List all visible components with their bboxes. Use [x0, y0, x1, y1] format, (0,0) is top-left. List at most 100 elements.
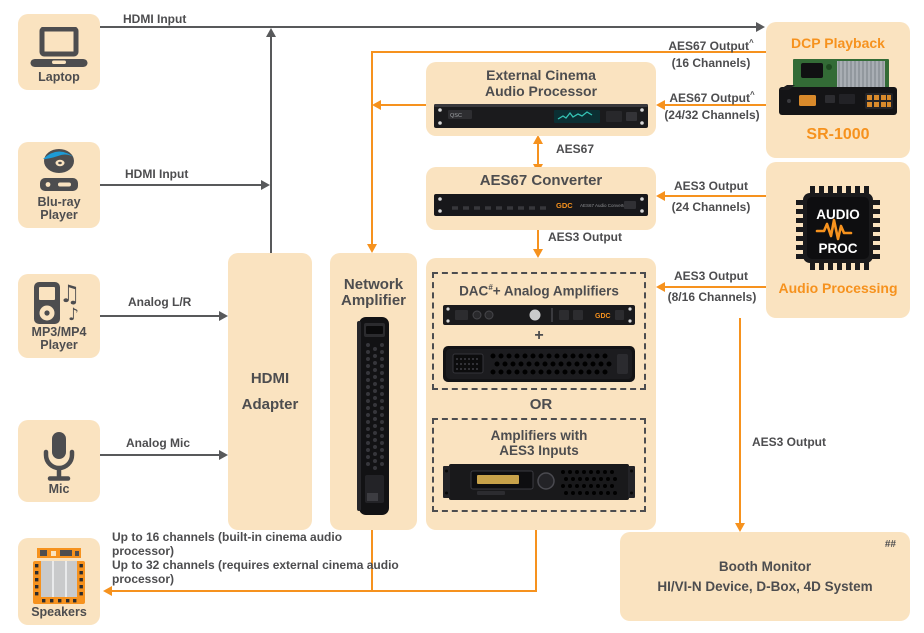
line-aes3-booth	[739, 318, 741, 523]
arrowhead-aes67-up	[533, 135, 543, 144]
mic-label: Mic	[48, 482, 70, 496]
line-aes67-vertical	[371, 51, 373, 244]
arrowhead-into-converter	[656, 191, 665, 201]
line-aes67-2432ch	[665, 104, 766, 106]
booth-monitor-node: ## Booth Monitor HI/VI-N Device, D-Box, …	[620, 532, 910, 621]
label-hdmi-input-laptop: HDMI Input	[123, 12, 187, 26]
arrowhead-analog-mic	[219, 450, 228, 460]
aes3-amplifier-image	[443, 464, 635, 500]
label-aes3-out-24: AES3 Output	[674, 179, 748, 193]
arrowhead-hdmi-up	[266, 28, 276, 37]
analog-amplifier-image	[443, 345, 635, 382]
label-aes3-out-816-channels: (8/16 Channels)	[667, 290, 757, 304]
arrowhead-into-dac-group	[656, 282, 665, 292]
dcp-playback-title: DCP Playback	[791, 35, 885, 51]
laptop-icon	[30, 27, 88, 67]
dac-name: DAC	[459, 283, 489, 299]
label-hdmi-input-bluray: HDMI Input	[125, 167, 189, 181]
laptop-label: Laptop	[38, 70, 80, 84]
label-aes67-out-2432: AES67 Output^	[656, 88, 768, 105]
cinema-speakers-icon	[33, 548, 85, 604]
label-aes3-out-816: AES3 Output	[674, 269, 748, 283]
bluray-icon	[40, 149, 78, 191]
label-aes67-out-2432-text: AES67 Output	[669, 91, 750, 105]
audio-processing-node: AUDIO PROC Audio Processing	[766, 162, 910, 318]
arrowhead-external-proc-out	[372, 100, 381, 110]
mp3-label-2: Player	[40, 338, 78, 352]
line-converter-out	[537, 230, 539, 249]
dac-rest: + Analog Amplifiers	[492, 283, 619, 299]
external-processor-node: External Cinema Audio Processor QSC	[426, 62, 656, 136]
chip-text-proc: PROC	[818, 241, 857, 256]
line-amp-group-out	[535, 530, 537, 592]
mp3-label-1: MP3/MP4	[31, 325, 87, 339]
label-aes67-out-16-footnote: ^	[749, 38, 754, 47]
label-aes67-out-16: AES67 Output^	[658, 36, 764, 53]
arrowhead-into-external-proc	[656, 100, 665, 110]
label-speaker-note-32: Up to 32 channels (requires external cin…	[112, 558, 399, 586]
hdmi-adapter-node: HDMI Adapter	[228, 253, 312, 530]
svg-text:♪: ♪	[68, 305, 79, 325]
bluray-label-1: Blu-ray	[37, 195, 81, 209]
booth-footnote-mark: ##	[884, 539, 896, 550]
mp3-player-icon: ♫ ♪	[34, 280, 81, 325]
hdmi-adapter-label-1: HDMI	[250, 369, 290, 387]
arrowhead-hdmi-bluray	[261, 180, 270, 190]
label-aes3-booth: AES3 Output	[752, 435, 826, 449]
aes3-group-title-2: AES3 Inputs	[499, 443, 579, 458]
dac-footnote-mark: #	[488, 283, 493, 293]
arrowhead-into-speakers	[103, 586, 112, 596]
label-aes3-converter-out: AES3 Output	[548, 230, 622, 244]
arrowhead-analog-lr	[219, 311, 228, 321]
dac-analog-amps-group: DAC#+ Analog Amplifiers GDC +	[432, 272, 646, 390]
audio-processing-title: Audio Processing	[778, 280, 898, 296]
bluray-label-2: Player	[40, 208, 78, 222]
external-proc-title-1: External Cinema	[486, 67, 596, 83]
line-aes3-816ch	[665, 286, 766, 288]
network-amp-label-2: Amplifier	[340, 292, 406, 309]
svg-text:♫: ♫	[59, 280, 81, 308]
dcp-model-label: SR-1000	[806, 126, 870, 143]
dac-rack-image: GDC	[443, 304, 635, 325]
dcp-playback-node: DCP Playback SR-1000	[766, 22, 910, 158]
sr1000-board-image	[779, 59, 897, 115]
line-aes67-16ch	[372, 51, 766, 53]
aes67-converter-node: AES67 Converter GDC AES67 Audio Converte…	[426, 167, 656, 230]
label-aes67-out-2432-channels: (24/32 Channels)	[664, 108, 760, 122]
line-aes3-24ch	[665, 195, 766, 197]
or-label: OR	[529, 396, 553, 413]
plus-sign: +	[534, 326, 544, 344]
line-hdmi-laptop	[100, 26, 756, 28]
line-analog-lr	[100, 315, 219, 317]
network-amplifier-image	[356, 317, 389, 515]
chip-text-audio: AUDIO	[816, 207, 860, 222]
label-aes67-link: AES67	[556, 142, 595, 156]
line-analog-mic	[100, 454, 219, 456]
label-aes67-out-2432-footnote: ^	[750, 90, 755, 99]
external-proc-title-2: Audio Processor	[484, 83, 598, 99]
laptop-node: Laptop	[18, 14, 100, 90]
label-analog-mic: Analog Mic	[126, 436, 191, 450]
line-external-proc-out	[381, 104, 426, 106]
aes67-converter-rack-image: GDC AES67 Audio Converter	[434, 194, 648, 216]
label-analog-lr: Analog L/R	[128, 295, 192, 309]
line-network-amp-out	[371, 530, 373, 592]
arrowhead-converter-out	[533, 249, 543, 258]
network-amp-label-1: Network	[343, 276, 404, 293]
booth-monitor-label-1: Booth Monitor	[718, 558, 812, 574]
svg-text:AES67 Audio Converter: AES67 Audio Converter	[580, 203, 628, 208]
arrowhead-into-network-amp	[367, 244, 377, 253]
aes3-amplifiers-group: Amplifiers with AES3 Inputs	[432, 418, 646, 512]
arrowhead-into-booth	[735, 523, 745, 532]
label-speaker-note-16: Up to 16 channels (built-in cinema audio…	[112, 530, 343, 558]
line-hdmi-vertical	[270, 36, 272, 253]
hdmi-adapter-label-2: Adapter	[241, 395, 299, 413]
label-aes67-out-16-text: AES67 Output	[668, 39, 749, 53]
label-aes3-out-24-channels: (24 Channels)	[671, 200, 751, 214]
mp3-player-node: ♫ ♪ MP3/MP4 Player	[18, 274, 100, 358]
line-to-speakers	[112, 590, 537, 592]
network-amplifier-node: Network Amplifier	[330, 253, 417, 530]
aes3-group-title-1: Amplifiers with	[490, 428, 588, 443]
speakers-node: Speakers	[18, 538, 100, 625]
